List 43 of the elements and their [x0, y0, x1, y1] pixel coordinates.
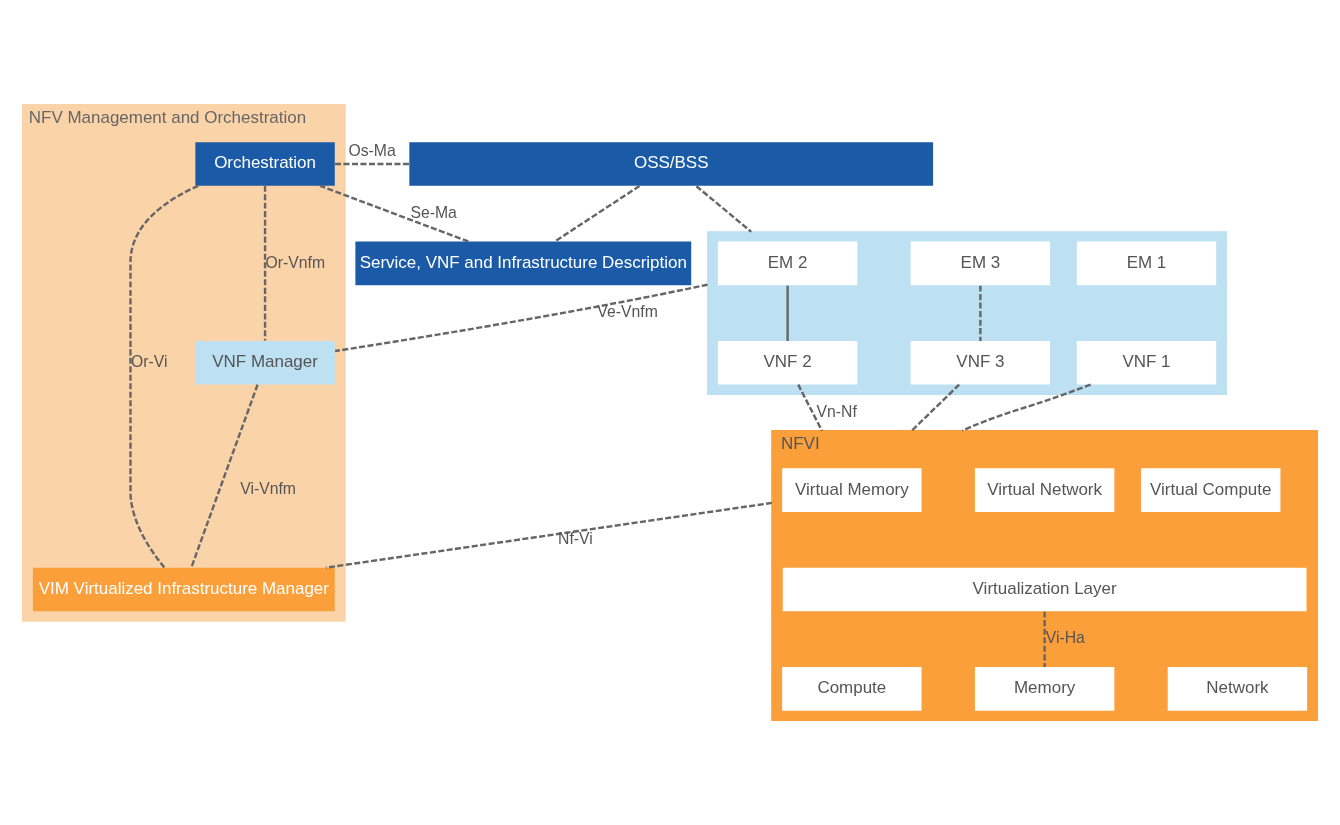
- node-box: Service, VNF and Infrastructure Description: [355, 241, 692, 286]
- node-box: EM 1: [1076, 241, 1217, 286]
- connector: [263, 185, 267, 341]
- node-box: Orchestration: [195, 142, 335, 186]
- edge-label: Vi-Ha: [1045, 629, 1085, 647]
- edge-label: Vi-Vnfm: [240, 480, 296, 498]
- node-box: Compute: [782, 667, 922, 711]
- node-box: OSS/BSS: [409, 142, 934, 186]
- edge-label: Or-Vnfm: [265, 253, 326, 271]
- edge-label: Vn-Nf: [816, 402, 857, 420]
- node-box: VNF 1: [1076, 340, 1217, 385]
- node-box: EM 2: [717, 241, 858, 286]
- connector: [961, 383, 1092, 432]
- edge-label: Nf-Vi: [558, 529, 593, 547]
- node-box: EM 3: [910, 241, 1051, 286]
- connector: [319, 184, 469, 243]
- node-box: Virtual Network: [974, 468, 1115, 512]
- connector: [910, 383, 960, 432]
- node-box: Memory: [974, 667, 1115, 711]
- connector: [334, 283, 708, 353]
- connector: [1043, 611, 1046, 668]
- edge-label: Or-Vi: [131, 352, 168, 370]
- connector: [695, 185, 752, 233]
- node-box: Network: [1167, 667, 1308, 711]
- node-box: VIM Virtualized Infrastructure Manager: [32, 567, 335, 612]
- node-box: VNF 3: [910, 340, 1051, 385]
- node-box: Virtual Compute: [1141, 468, 1281, 512]
- edge-label: Os-Ma: [348, 141, 396, 159]
- connector: [334, 162, 410, 166]
- node-box: Virtualization Layer: [782, 567, 1307, 612]
- connector: [979, 285, 982, 341]
- connector: [129, 184, 199, 569]
- node-box: VNF Manager: [195, 340, 335, 385]
- connector: [190, 384, 259, 569]
- connector: [554, 184, 641, 243]
- connector: [786, 285, 789, 341]
- connector: [325, 501, 772, 569]
- cluster: [706, 231, 1228, 395]
- edge-label: Se-Ma: [410, 203, 457, 221]
- node-box: VNF 2: [717, 340, 858, 385]
- edge-label: Ve-Vnfm: [597, 303, 658, 321]
- connector: [797, 384, 823, 432]
- node-box: Virtual Memory: [782, 468, 922, 512]
